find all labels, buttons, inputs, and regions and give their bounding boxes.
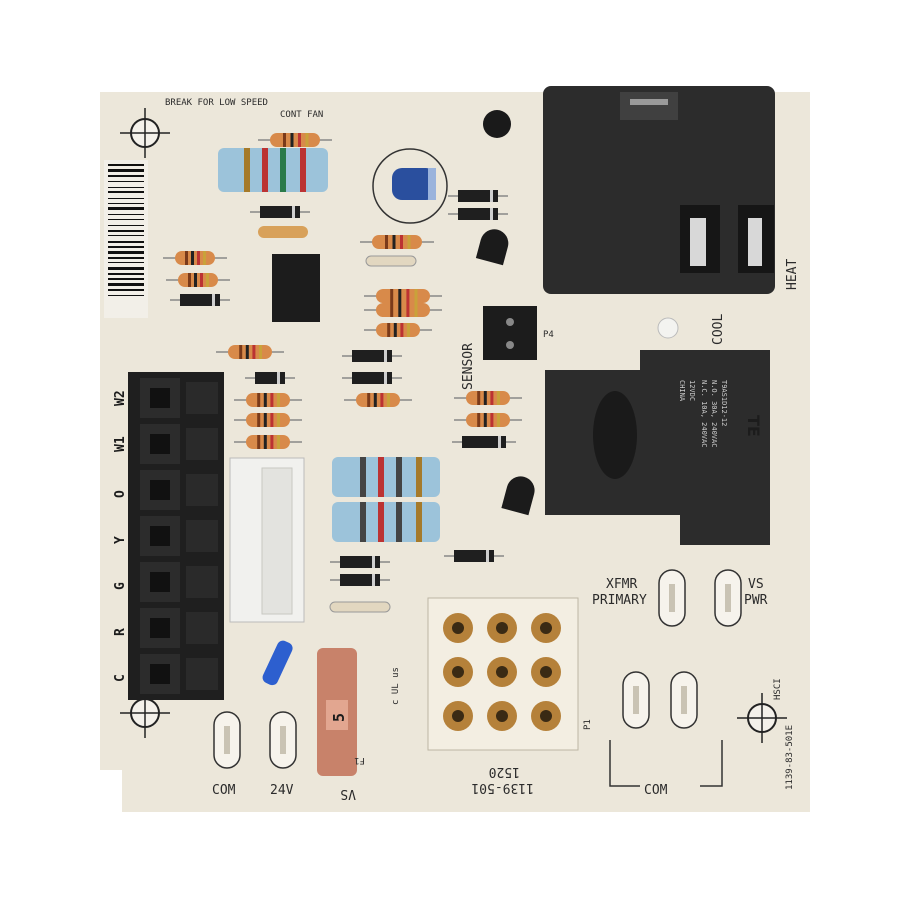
ul-mark: c UL us: [391, 667, 401, 705]
quick-connect-tab: [269, 711, 297, 769]
jumper: [329, 601, 391, 613]
terminal-label-r: R: [113, 628, 128, 636]
relay-coil: 12VDC: [688, 380, 696, 401]
heat-relay: [543, 86, 775, 294]
p1-label: P1: [583, 719, 593, 730]
ceramic-capacitor: [258, 226, 308, 238]
resistor: [344, 393, 412, 407]
diode: [245, 372, 295, 384]
terminal-label-w1: W1: [113, 436, 128, 452]
capacitor-outline: [372, 148, 448, 224]
diode: [448, 190, 508, 202]
relay-model: T9AS1D12-12: [720, 380, 728, 426]
cool-label: COOL: [711, 314, 726, 345]
quick-connect-tab: [714, 569, 742, 627]
resistor: [364, 303, 442, 317]
primary-label: PRIMARY: [592, 593, 647, 608]
com-right-label: COM: [644, 783, 668, 798]
xfmr-label: XFMR: [606, 577, 637, 592]
resistor: [234, 435, 302, 449]
led: [657, 317, 679, 339]
quick-connect-tab: [658, 569, 686, 627]
ic-chip: [272, 254, 320, 322]
resistor: [454, 413, 522, 427]
resistor: [364, 289, 442, 303]
fuse-rating: 5: [330, 713, 348, 722]
quick-connect-tab: [213, 711, 241, 769]
pwr-label: PWR: [744, 593, 768, 608]
24v-label: 24V: [270, 783, 294, 798]
terminal-label-g: G: [113, 582, 128, 590]
terminal-label-y: Y: [113, 536, 128, 544]
barcode: [104, 160, 148, 318]
fuse: [317, 648, 357, 776]
diode: [342, 350, 402, 362]
mounting-hole: [737, 693, 787, 743]
film-capacitor: [262, 640, 293, 686]
resistor: [234, 393, 302, 407]
electrolytic-capacitor: [392, 168, 436, 200]
part-number: 1139-501: [471, 780, 534, 795]
vs-bottom-label: VS: [340, 786, 356, 801]
harness-connector: [229, 457, 305, 623]
resistor: [166, 273, 230, 287]
diode: [170, 294, 230, 306]
fuse-id: F1: [354, 755, 365, 765]
resistor: [258, 133, 332, 147]
mounting-hole: [120, 688, 170, 738]
diode: [330, 556, 390, 568]
quick-connect-tab: [622, 671, 650, 729]
terminal-block: [128, 372, 224, 700]
buzzer: [483, 110, 511, 138]
jumper: [365, 255, 417, 267]
resistor: [364, 323, 432, 337]
date-code: 1520: [489, 764, 520, 779]
diode: [444, 550, 504, 562]
relay-origin: CHINA: [678, 380, 686, 402]
resistor: [163, 251, 227, 265]
power-resistor: [332, 457, 440, 497]
revision: HSCI: [773, 678, 783, 700]
p4-label: P4: [543, 330, 554, 340]
terminal-label-w2: W2: [113, 390, 128, 406]
terminal-label-c: C: [113, 674, 128, 682]
sensor-header: [483, 306, 537, 360]
vs-top-label: VS: [748, 577, 764, 592]
quick-connect-tab: [670, 671, 698, 729]
diode: [448, 208, 508, 220]
top-label-break: BREAK FOR LOW SPEED: [165, 98, 268, 108]
diode: [330, 574, 390, 586]
diode: [342, 372, 402, 384]
resistor: [216, 345, 284, 359]
transistor: [475, 229, 509, 266]
sensor-label: SENSOR: [461, 343, 476, 390]
com-bracket: [609, 740, 723, 787]
cool-relay: TE T9AS1D12-12 N.O. 30A, 240VAC N.C. 10A…: [545, 350, 770, 545]
resistor: [454, 391, 522, 405]
diode: [250, 206, 310, 218]
power-resistor: [332, 502, 440, 542]
relay-no-rating: N.O. 30A, 240VAC: [710, 380, 718, 447]
resistor: [234, 413, 302, 427]
relay-nc-rating: N.C. 10A, 240VAC: [700, 380, 708, 447]
power-connector: [427, 597, 579, 751]
top-label-cont-fan: CONT FAN: [280, 110, 323, 120]
part-number-right: 1139-83-501E: [785, 725, 795, 790]
diode: [452, 436, 516, 448]
com-left-label: COM: [212, 783, 236, 798]
relay-brand: TE: [744, 415, 763, 437]
resistor: [360, 235, 434, 249]
terminal-label-o: O: [113, 490, 128, 498]
power-resistor: [218, 148, 328, 192]
mounting-hole: [120, 108, 170, 158]
heat-label: HEAT: [785, 259, 800, 290]
transistor: [501, 476, 535, 516]
